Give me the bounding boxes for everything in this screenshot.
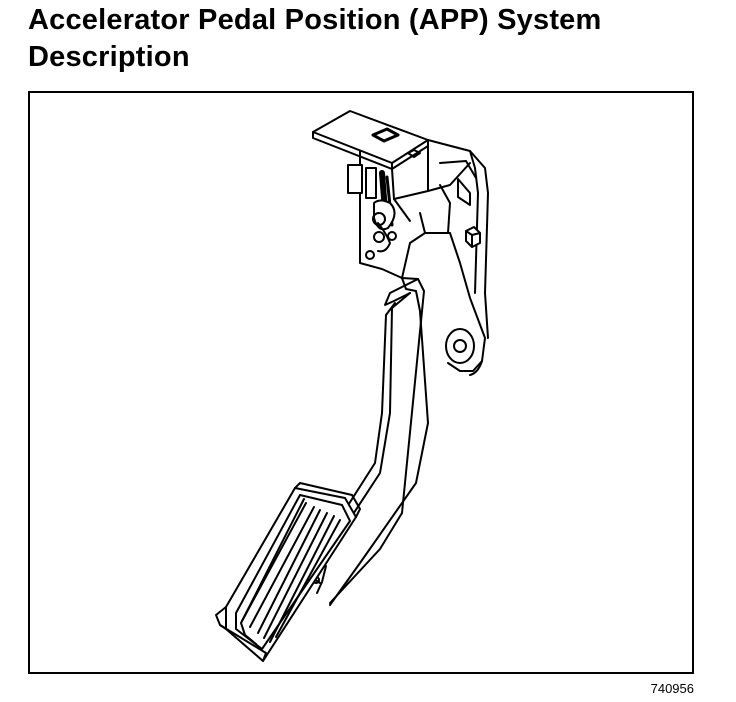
mounting-plate [312,110,429,170]
figure-id-label: 740956 [650,681,694,696]
figure-frame [28,91,694,674]
pedal-bracket [347,139,489,376]
pedal-pad [215,482,361,662]
accelerator-pedal-illustration [215,110,489,662]
page-title: Accelerator Pedal Position (APP) System … [28,4,602,73]
